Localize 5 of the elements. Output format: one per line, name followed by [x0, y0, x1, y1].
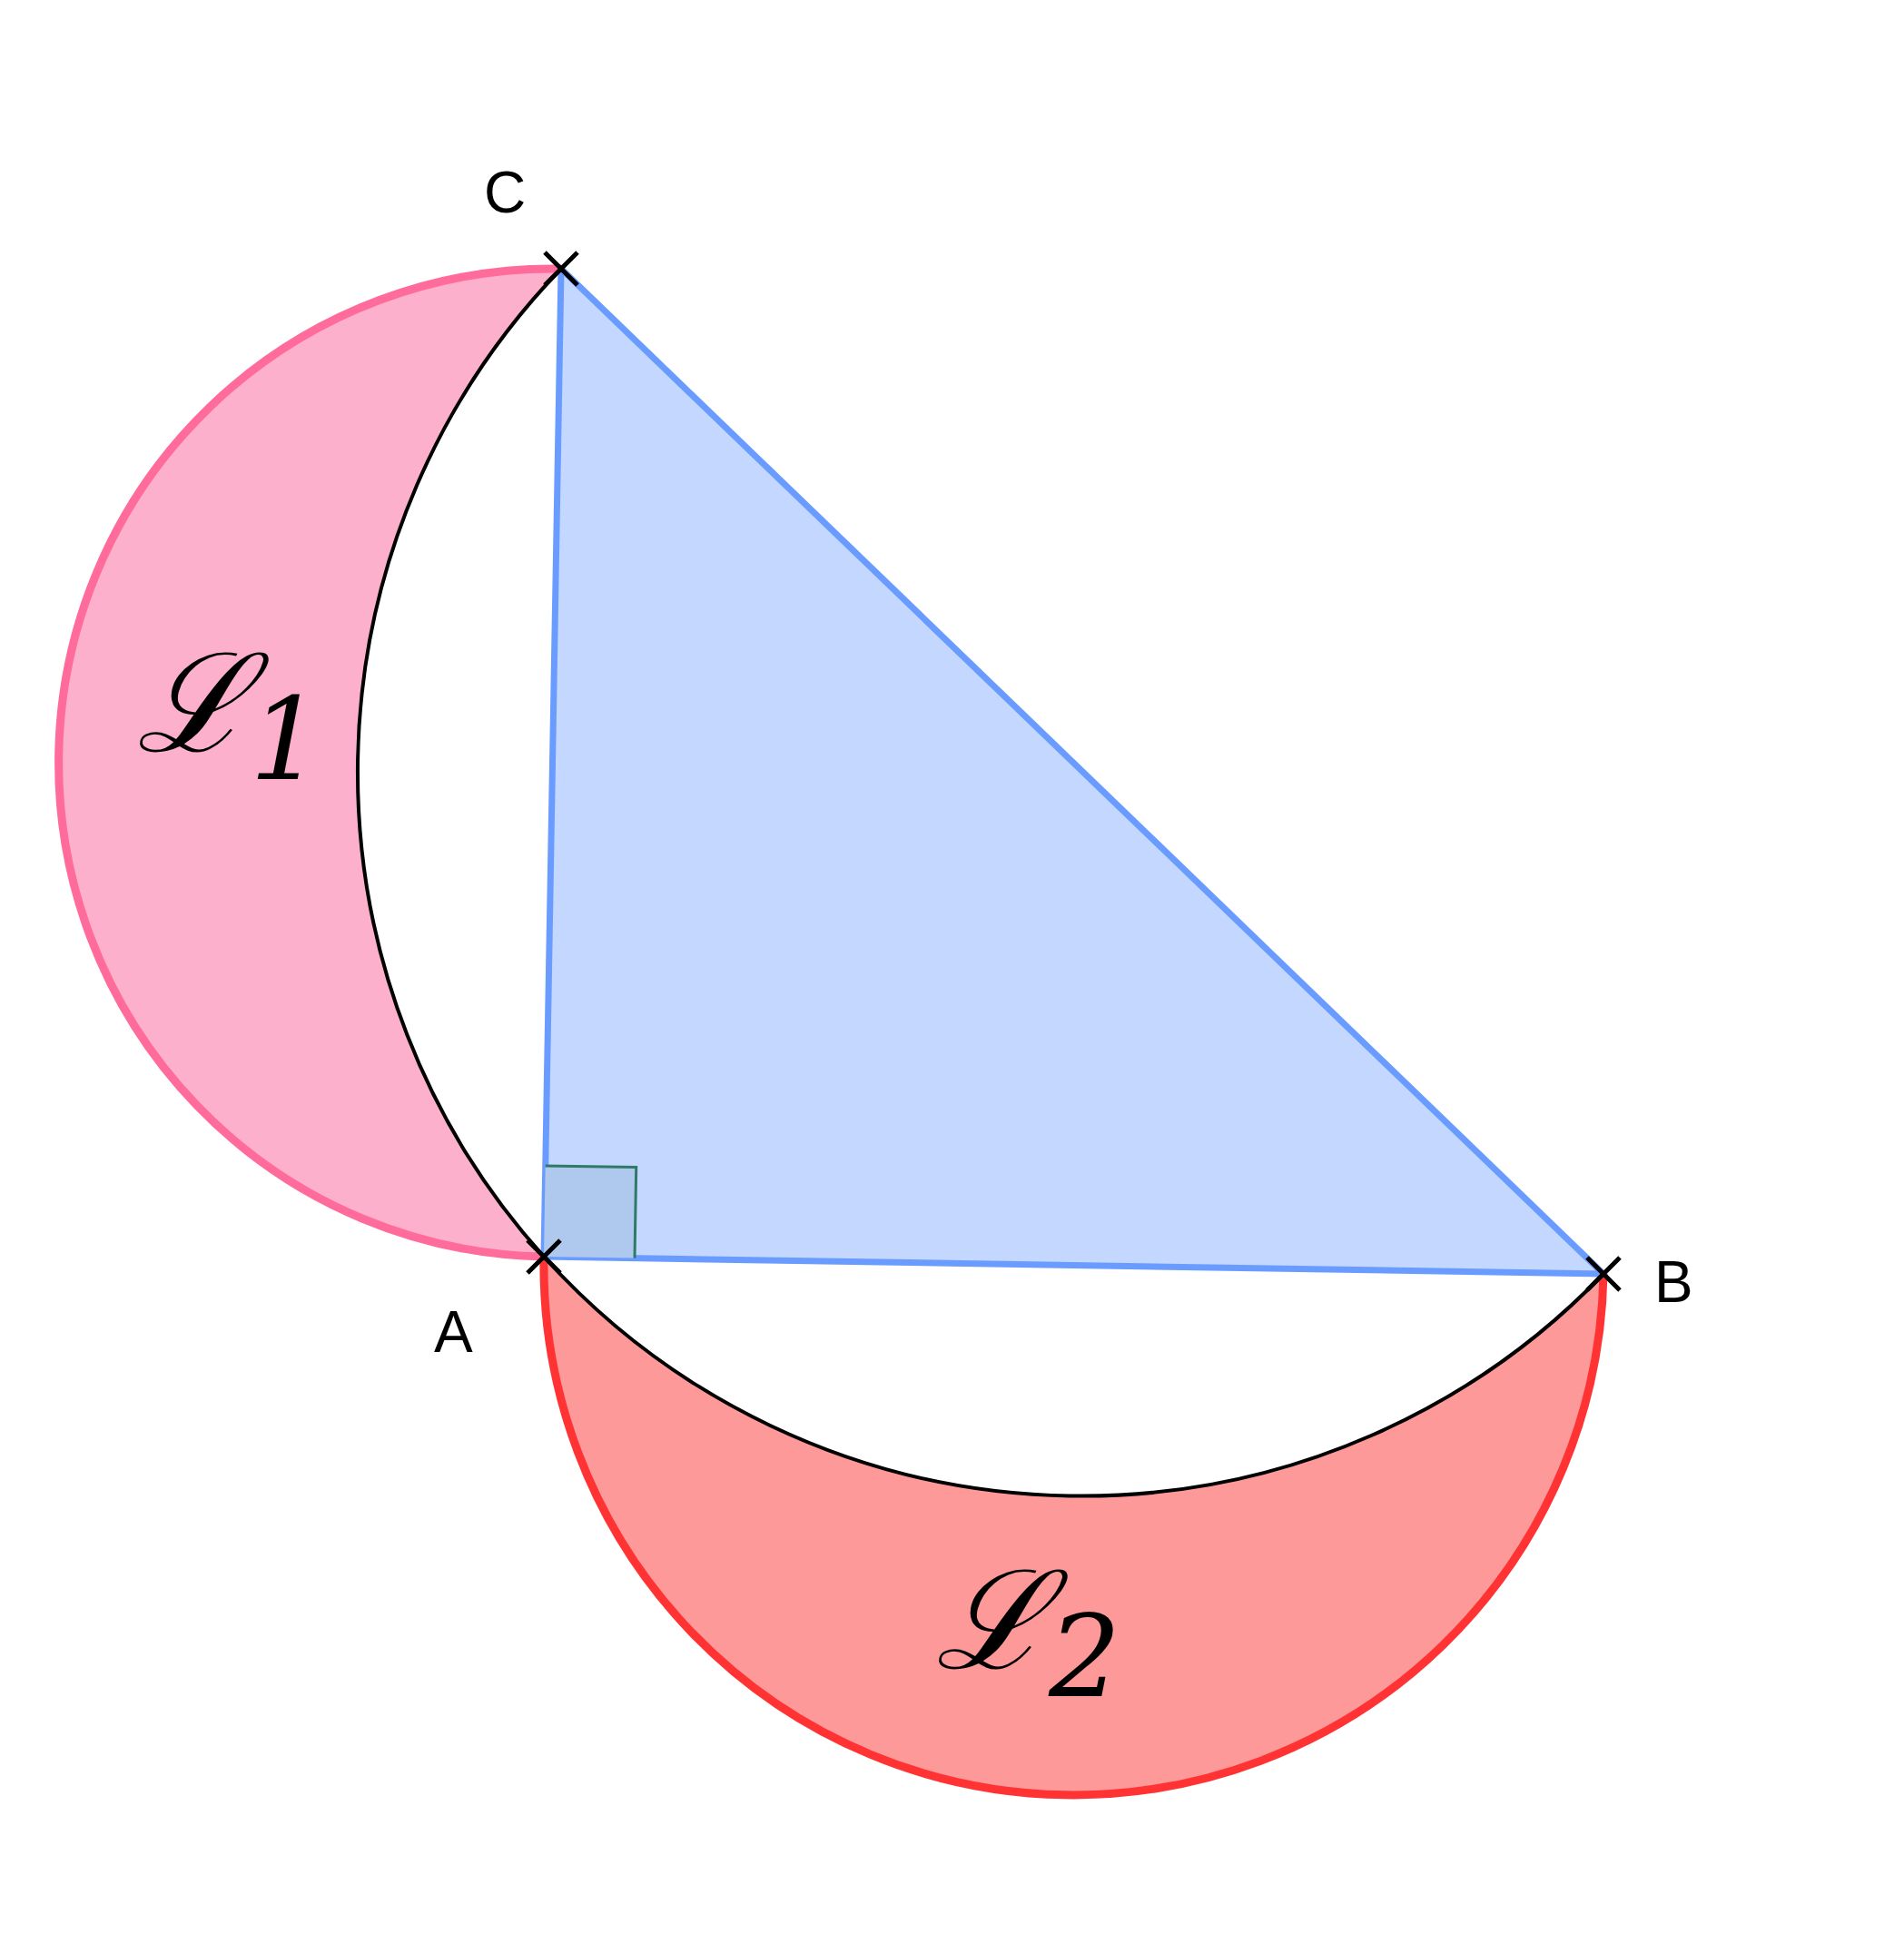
lune-label: ℒ$_{1}$ [136, 636, 322, 796]
point-label: C [484, 163, 527, 222]
point-label: B [1654, 1253, 1693, 1311]
lune-label: ℒ$_{2}$ [935, 1553, 1121, 1713]
point-label: A [434, 1303, 473, 1361]
